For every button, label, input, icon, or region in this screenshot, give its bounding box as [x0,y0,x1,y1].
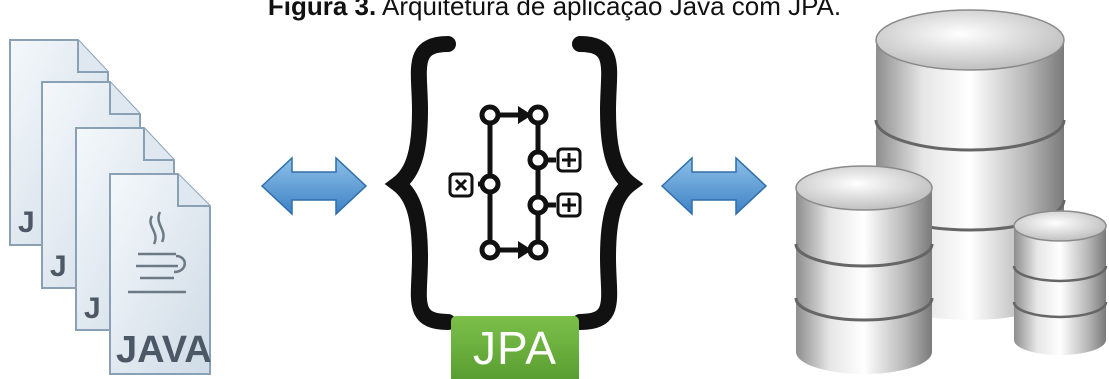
bidirectional-arrow-right [660,156,768,216]
java-file-partial-label: J [18,206,35,239]
add-icon [556,147,582,173]
figure-label: Figura 3. [267,0,377,21]
remove-icon [448,172,474,198]
jpa-mapping-icon [384,36,644,330]
database-cylinder-small [1012,210,1108,355]
database-cylinder-medium [794,165,934,374]
jpa-badge: JPA [451,316,579,379]
database-icon [794,9,1108,374]
coffee-cup-icon [128,211,186,294]
java-file-page: JAVA [109,173,212,375]
bidirectional-arrow-left [260,156,368,216]
java-files-icon: J J J JAVA [9,39,212,375]
java-file-label: JAVA [116,329,212,371]
java-file-partial-label: J [50,250,67,283]
figure-caption: Figura 3. Arquitetura de aplicação Java … [0,0,1109,22]
add-icon [556,192,582,218]
left-brace [384,36,456,330]
figure-caption-text: Arquitetura de aplicação Java com JPA. [376,0,842,21]
right-brace [572,36,644,330]
java-file-partial-label: J [84,292,101,325]
